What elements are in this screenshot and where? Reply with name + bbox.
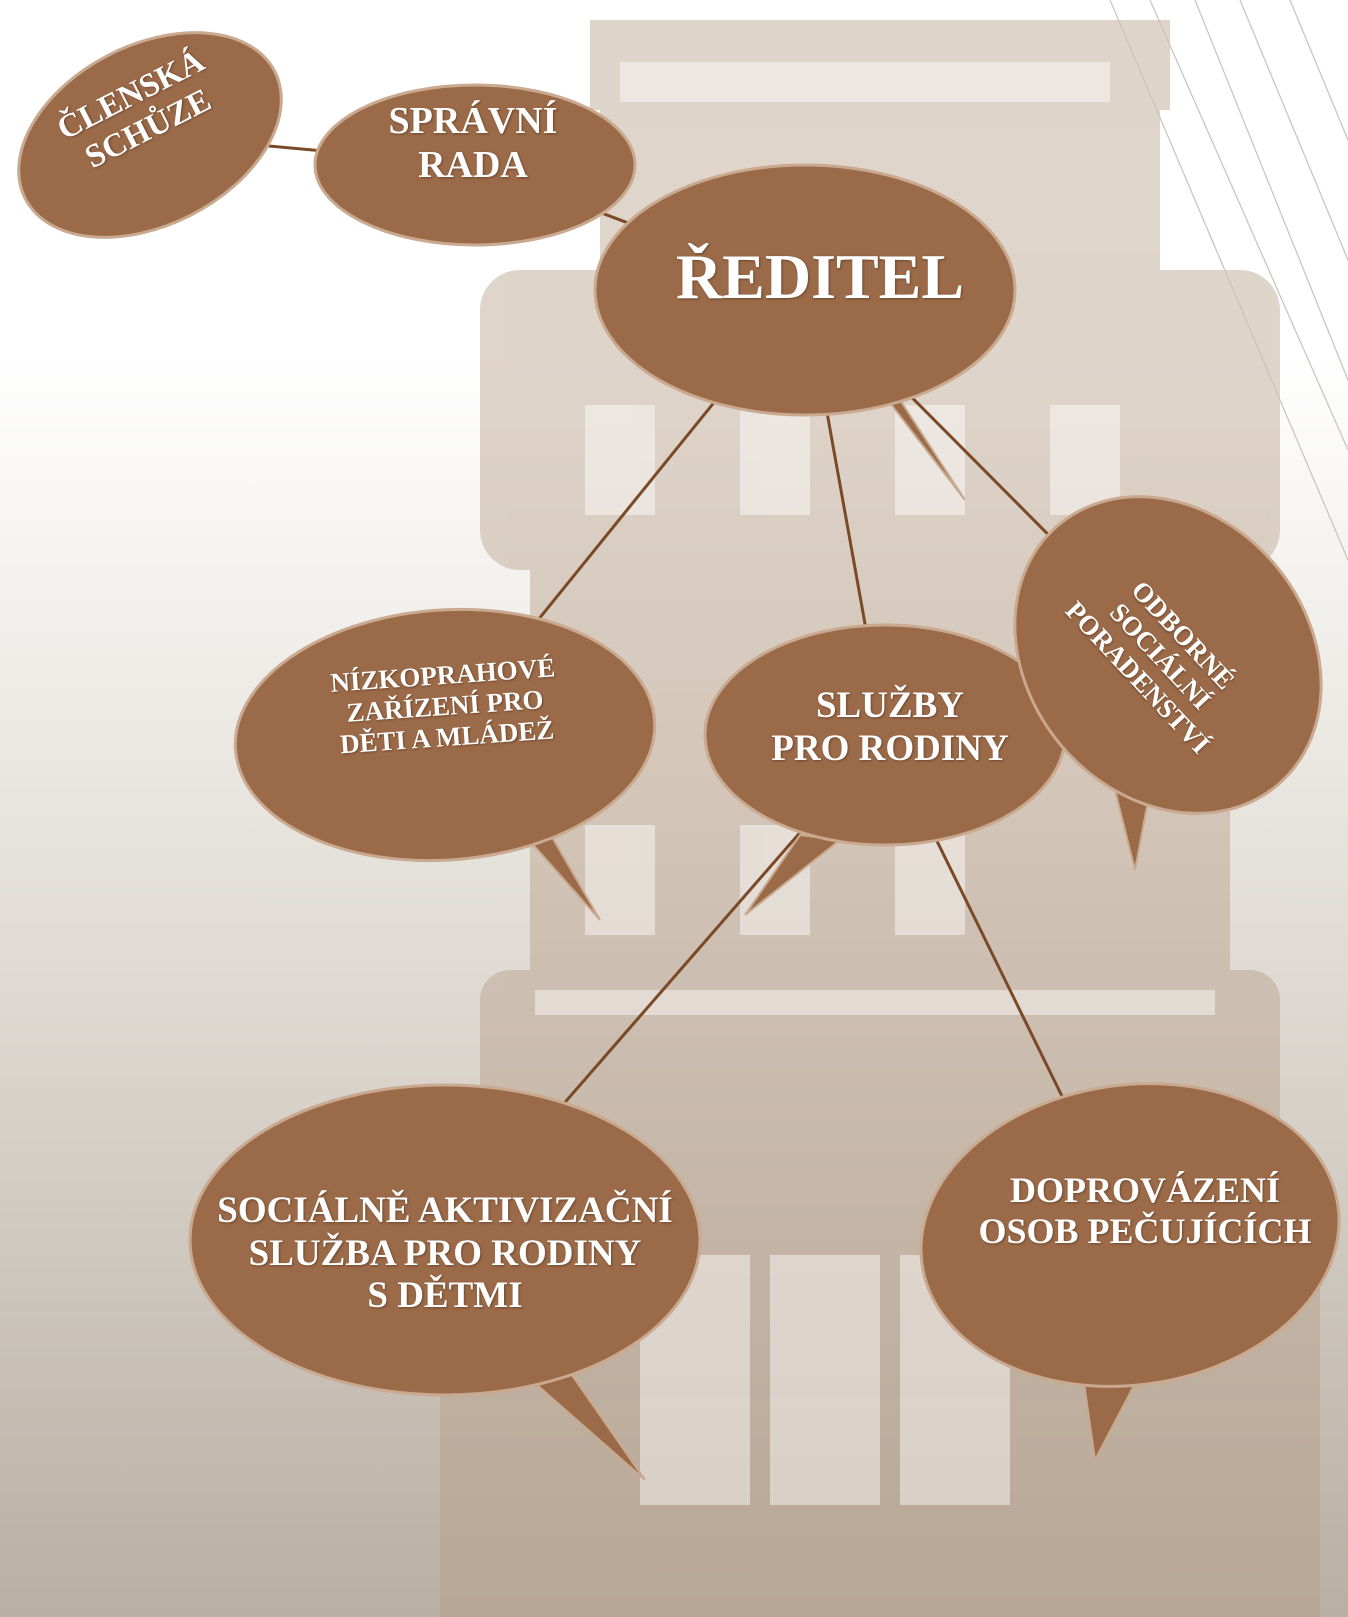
speech-bubble-spravni_rada — [313, 83, 637, 247]
speech-bubble-body — [919, 1082, 1341, 1388]
decorative-lines — [1109, 0, 1348, 561]
building-window — [1050, 405, 1120, 515]
speech-bubble-socialne_aktivizacni — [188, 1083, 702, 1481]
speech-bubble-doprovazeni — [919, 1082, 1341, 1464]
speech-bubble-nizkoprahove — [233, 607, 657, 921]
building-window — [585, 405, 655, 515]
speech-bubble-body — [188, 1083, 702, 1397]
speech-bubble-body — [313, 83, 637, 247]
speech-bubble-body — [1013, 495, 1323, 815]
building-roof-block — [590, 20, 1170, 110]
speech-bubble-body — [703, 623, 1067, 847]
building-window — [585, 825, 655, 935]
speech-bubbles — [17, 31, 1341, 1481]
speech-bubble-odborne_poradenstvi — [1013, 495, 1323, 871]
speech-bubble-clenska_schuze — [17, 31, 283, 239]
building-window — [620, 62, 1110, 102]
building-window — [740, 405, 810, 515]
speech-bubble-body — [233, 607, 657, 863]
building-window — [770, 1255, 880, 1505]
speech-bubble-body — [17, 31, 283, 239]
speech-bubble-body — [593, 163, 1017, 417]
building-window — [535, 990, 1215, 1015]
speech-bubble-reditel — [593, 163, 1017, 501]
